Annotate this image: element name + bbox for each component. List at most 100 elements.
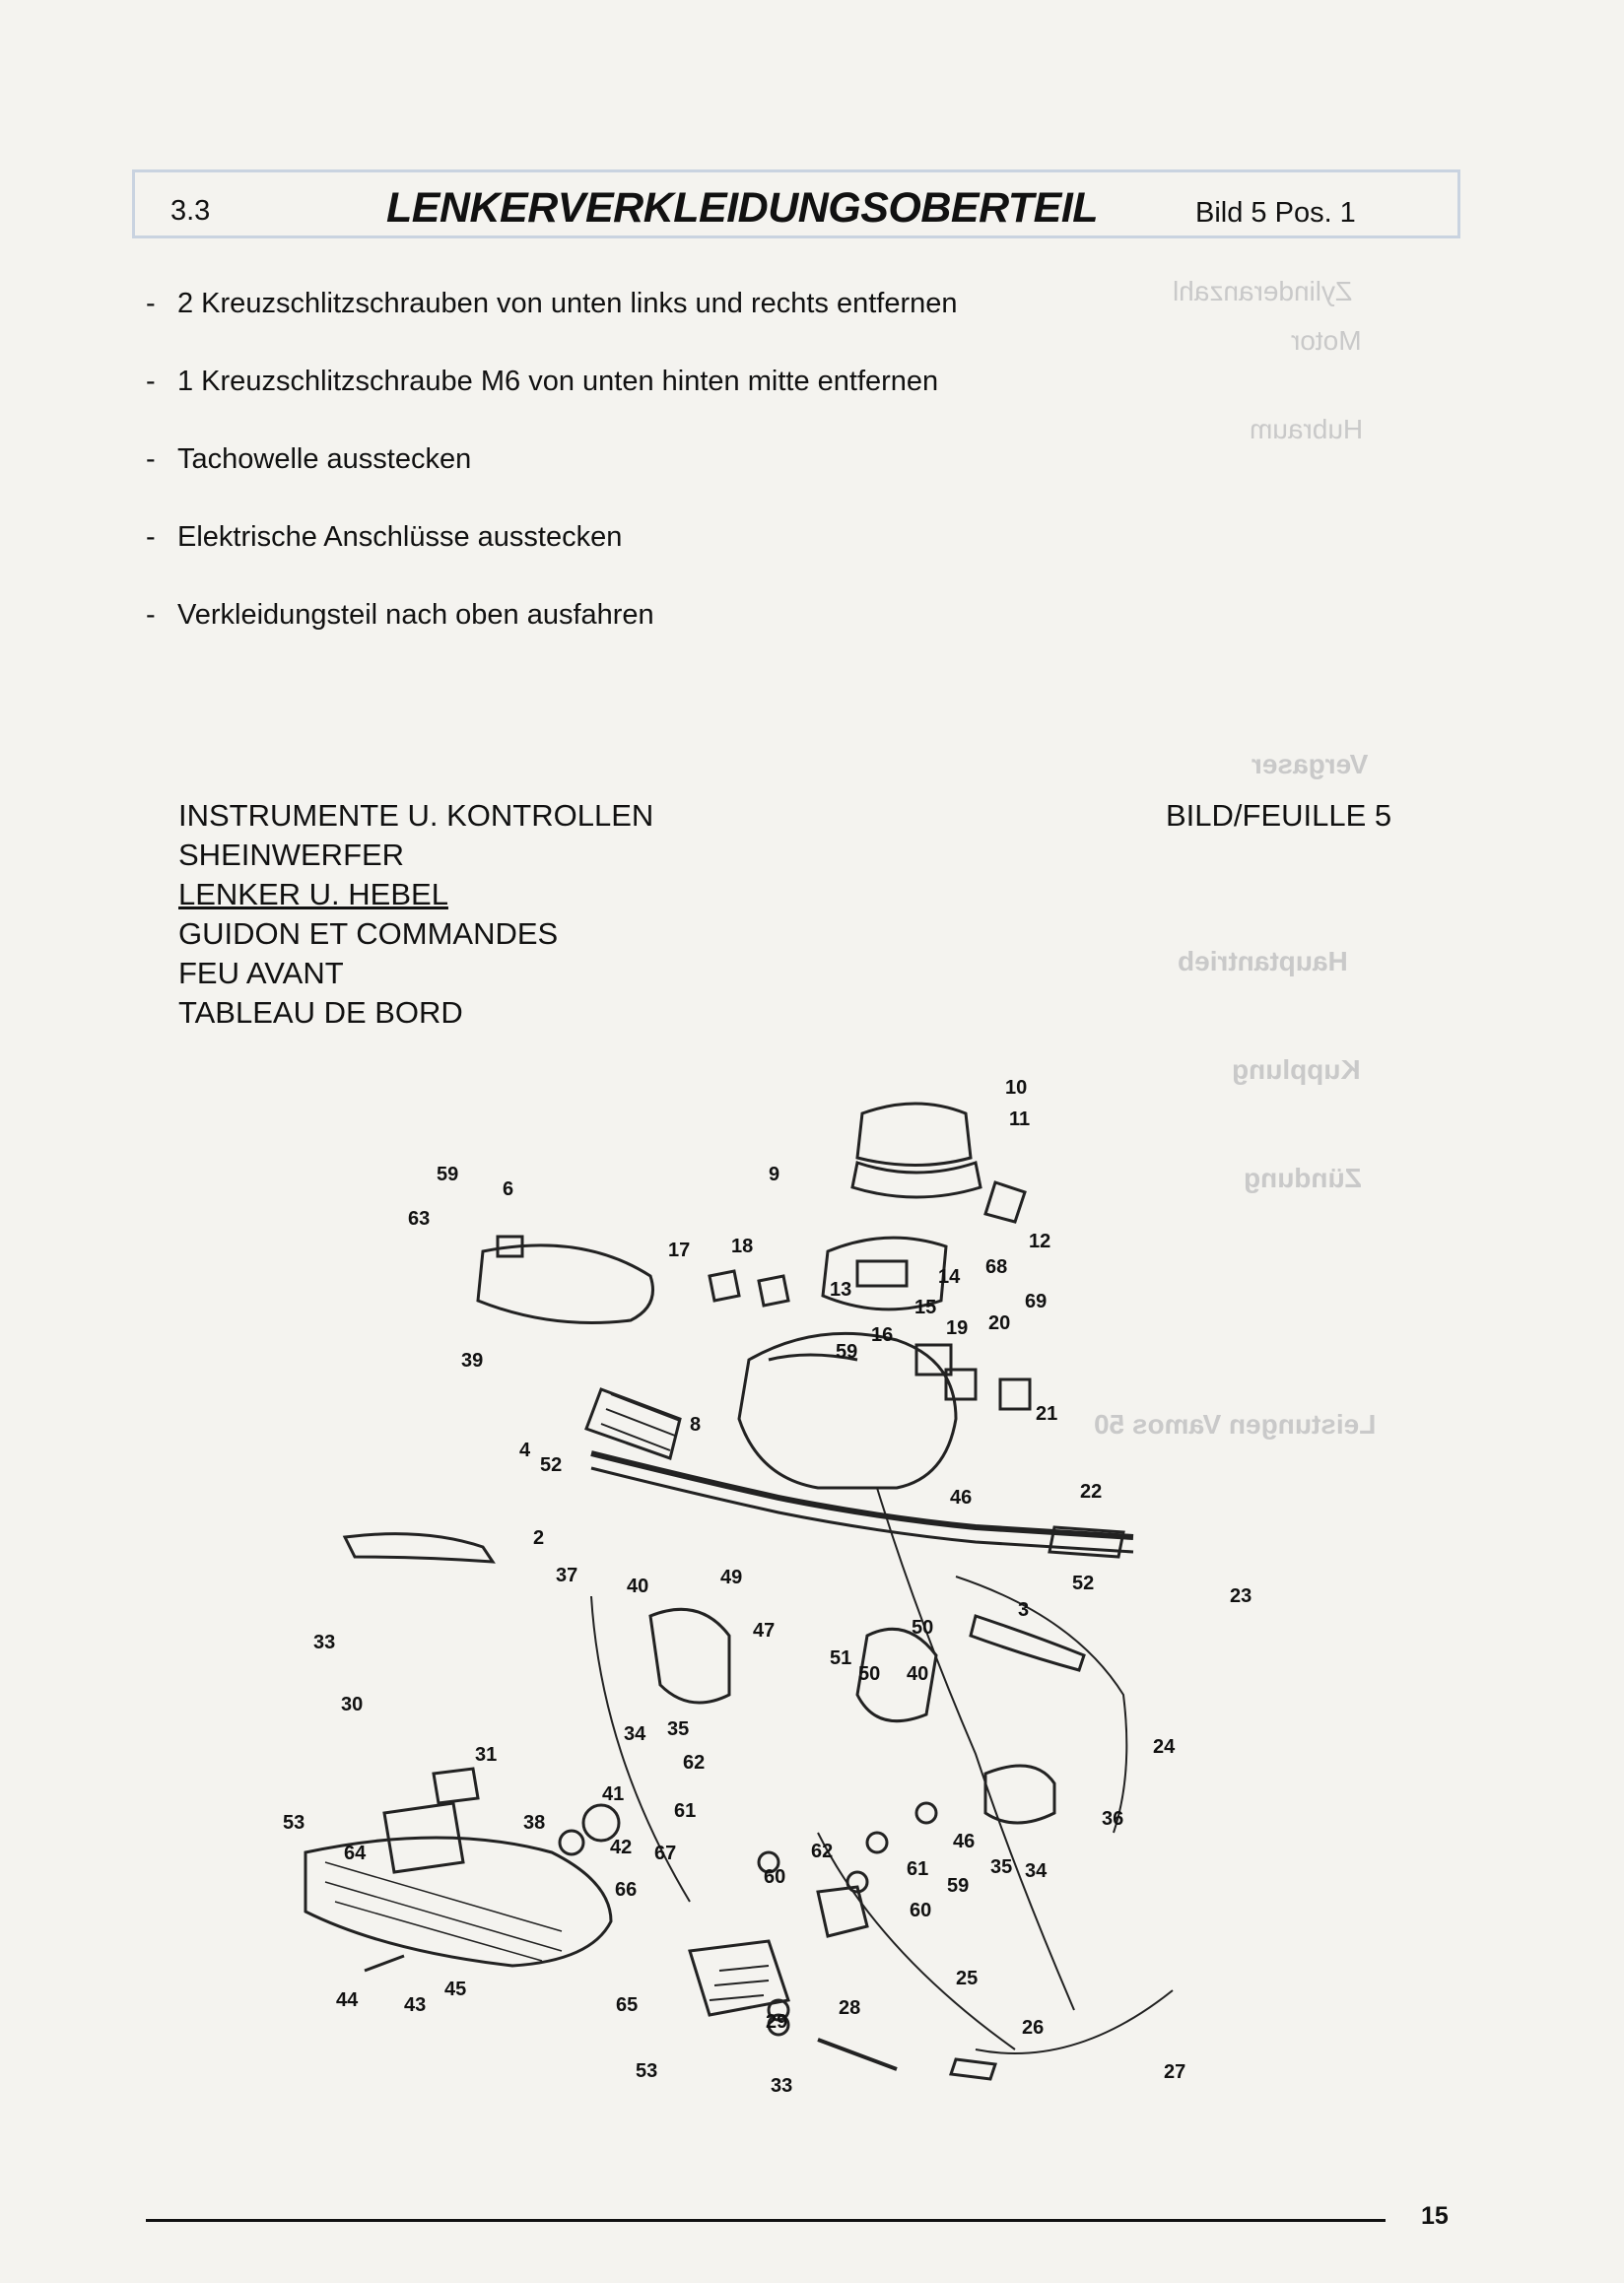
callout-label: 42 — [610, 1837, 633, 1858]
section-title: LENKERVERKLEIDUNGSOBERTEIL — [386, 184, 1099, 232]
callout-label: 38 — [523, 1812, 546, 1834]
callout-label: 16 — [871, 1324, 894, 1346]
callout-label: 44 — [336, 1989, 359, 2011]
callout-label: 11 — [1009, 1108, 1031, 1130]
page-number: 15 — [1421, 2202, 1449, 2230]
callout-label: 65 — [616, 1994, 639, 2016]
callout-label: 41 — [602, 1783, 625, 1805]
callout-label: 53 — [636, 2060, 658, 2082]
callout-label: 14 — [938, 1266, 961, 1288]
callout-label: 64 — [344, 1843, 367, 1864]
figure-label: BILD/FEUILLE 5 — [1166, 798, 1392, 833]
callout-label: 61 — [674, 1800, 697, 1822]
callout-label: 46 — [953, 1831, 976, 1852]
callout-label: 35 — [990, 1856, 1013, 1878]
callout-label: 52 — [540, 1454, 563, 1476]
procedure-step-text: Tachowelle ausstecken — [177, 443, 472, 475]
callout-label: 60 — [764, 1866, 786, 1888]
procedure-step-text: 1 Kreuzschlitzschraube M6 von unten hint… — [177, 366, 939, 397]
callout-label: 20 — [988, 1312, 1011, 1334]
callout-label: 43 — [404, 1994, 427, 2016]
callout-label: 60 — [910, 1900, 932, 1921]
callout-label: 22 — [1080, 1481, 1103, 1503]
callout-label: 45 — [444, 1979, 467, 2000]
procedure-step: -Verkleidungsteil nach oben ausfahren — [146, 599, 654, 631]
callout-label: 34 — [624, 1723, 646, 1745]
callout-label: 50 — [912, 1617, 934, 1639]
parts-group-line: GUIDON ET COMMANDES — [178, 916, 559, 951]
callout-label: 49 — [720, 1567, 743, 1588]
callout-label: 59 — [947, 1875, 970, 1897]
bleed-through-text: Vergaser — [1252, 749, 1369, 779]
parts-group-line: SHEINWERFER — [178, 838, 405, 872]
bleed-through-text: Hauptantrieb — [1178, 946, 1348, 976]
callout-label: 34 — [1025, 1860, 1048, 1882]
callout-label: 33 — [771, 2075, 793, 2097]
callout-label: 27 — [1164, 2061, 1186, 2083]
callout-label: 3 — [1018, 1599, 1030, 1621]
callout-label: 21 — [1036, 1403, 1058, 1425]
callout-label: 35 — [667, 1718, 690, 1740]
parts-group-line: FEU AVANT — [178, 956, 344, 990]
callout-label: 4 — [519, 1440, 531, 1461]
callout-label: 6 — [503, 1178, 514, 1200]
callout-label: 2 — [533, 1527, 545, 1549]
callout-label: 52 — [1072, 1573, 1095, 1594]
callout-label: 12 — [1029, 1231, 1051, 1252]
callout-label: 59 — [437, 1164, 459, 1185]
bleed-through-text: Hubraum — [1250, 414, 1364, 444]
callout-label: 15 — [914, 1297, 937, 1318]
exploded-parts-diagram — [304, 1102, 1174, 2081]
parts-group-line: TABLEAU DE BORD — [178, 995, 463, 1030]
callout-label: 25 — [956, 1968, 979, 1989]
procedure-step-text: 2 Kreuzschlitzschrauben von unten links … — [177, 288, 958, 319]
procedure-step: -1 Kreuzschlitzschraube M6 von unten hin… — [146, 366, 939, 397]
callout-label: 24 — [1153, 1736, 1176, 1758]
callout-label: 47 — [753, 1620, 776, 1642]
callout-label: 33 — [313, 1632, 336, 1653]
bleed-through-text: Zylinderanzahl — [1173, 276, 1353, 306]
callout-label: 29 — [766, 2011, 788, 2033]
callout-label: 26 — [1022, 2017, 1045, 2039]
callout-label: 53 — [283, 1812, 305, 1834]
callout-label: 19 — [946, 1317, 969, 1339]
parts-group-title: INSTRUMENTE U. KONTROLLEN SHEINWERFER LE… — [178, 796, 653, 1033]
bleed-through-text: Motor — [1291, 325, 1362, 356]
parts-group-line: LENKER U. HEBEL — [178, 877, 448, 911]
procedure-step-text: Elektrische Anschlüsse ausstecken — [177, 521, 623, 553]
callout-label: 36 — [1102, 1808, 1124, 1830]
callout-label: 62 — [811, 1841, 834, 1862]
procedure-step-text: Verkleidungsteil nach oben ausfahren — [177, 599, 654, 631]
callout-label: 18 — [731, 1236, 754, 1257]
callout-label: 37 — [556, 1565, 578, 1586]
parts-group-line: INSTRUMENTE U. KONTROLLEN — [178, 798, 654, 833]
callout-label: 10 — [1005, 1077, 1028, 1099]
callout-label: 39 — [461, 1350, 484, 1372]
callout-label: 61 — [907, 1858, 929, 1880]
callout-label: 59 — [836, 1341, 858, 1363]
callout-label: 46 — [950, 1487, 973, 1509]
callout-label: 28 — [839, 1997, 861, 2019]
callout-label: 66 — [615, 1879, 638, 1901]
callout-label: 13 — [830, 1279, 852, 1301]
procedure-step: -Elektrische Anschlüsse ausstecken — [146, 521, 623, 553]
callout-label: 17 — [668, 1240, 691, 1261]
procedure-step: -Tachowelle ausstecken — [146, 443, 472, 475]
callout-label: 62 — [683, 1752, 706, 1774]
section-header-box — [132, 169, 1460, 238]
callout-label: 63 — [408, 1208, 431, 1230]
footer-rule — [146, 2219, 1386, 2222]
callout-label: 40 — [907, 1663, 929, 1685]
callout-label: 50 — [858, 1663, 881, 1685]
figure-reference: Bild 5 Pos. 1 — [1195, 197, 1356, 229]
callout-label: 67 — [654, 1843, 677, 1864]
procedure-steps: -2 Kreuzschlitzschrauben von unten links… — [146, 286, 958, 675]
callout-label: 30 — [341, 1694, 364, 1715]
callout-label: 8 — [690, 1414, 702, 1436]
section-number: 3.3 — [170, 195, 211, 227]
callout-label: 23 — [1230, 1585, 1252, 1607]
callout-label: 40 — [627, 1576, 649, 1597]
procedure-step: -2 Kreuzschlitzschrauben von unten links… — [146, 288, 958, 319]
callout-label: 31 — [475, 1744, 498, 1766]
